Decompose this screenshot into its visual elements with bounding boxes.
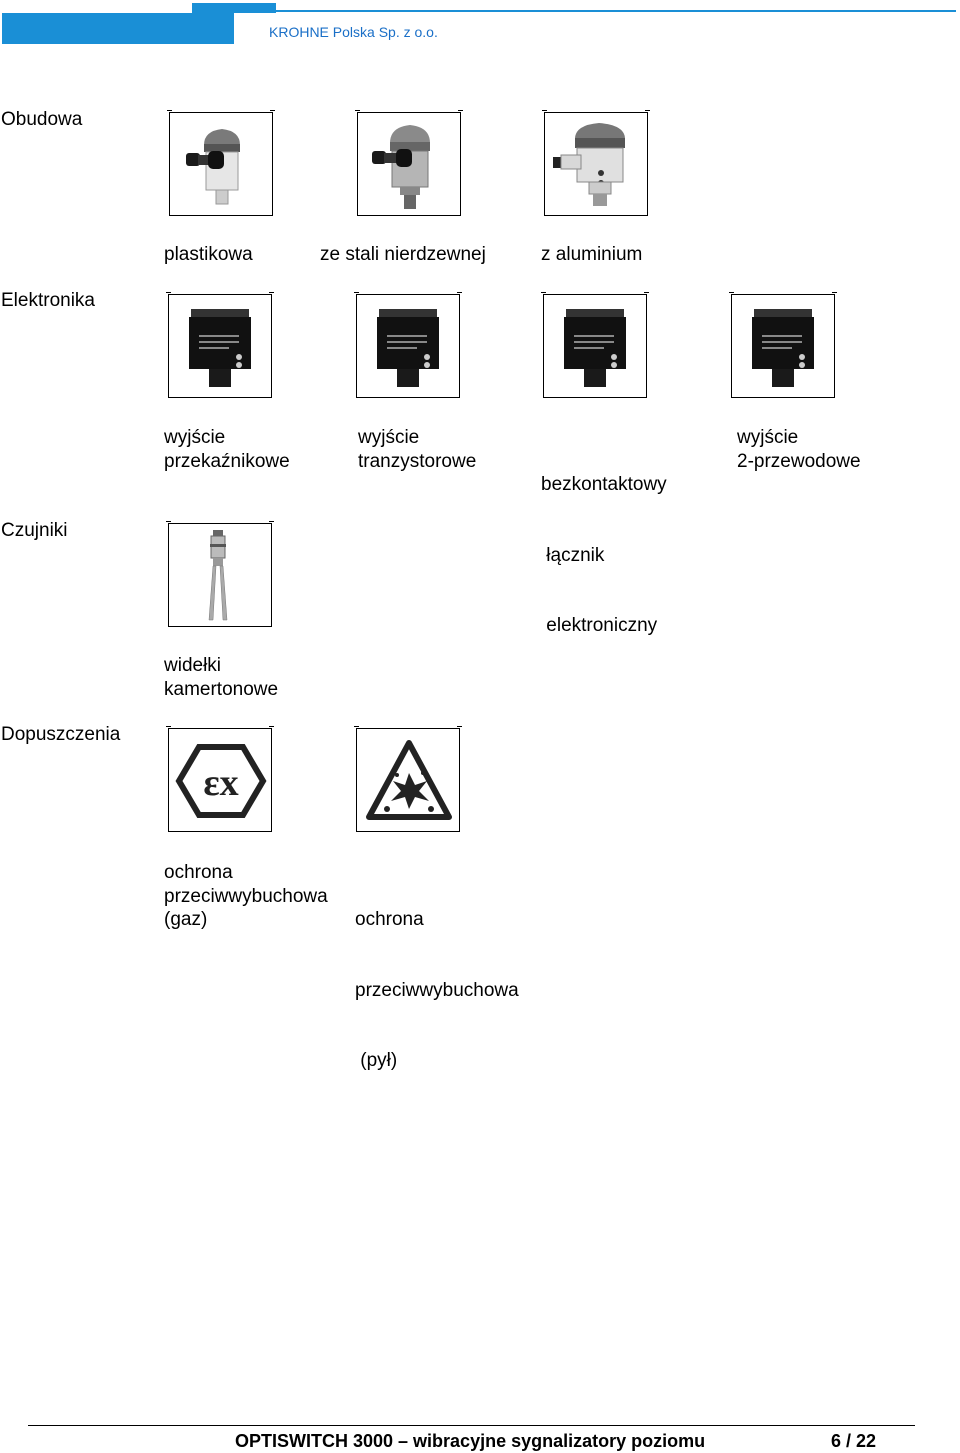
label-line: widełki (164, 655, 222, 676)
footer-line (28, 1425, 915, 1426)
label-line: przeciwwybuchowa (164, 885, 328, 907)
label-line: tranzystorowe (358, 450, 477, 472)
electronics-label-relay: wyjście przekaźnikowe (164, 426, 290, 473)
electronics-module-icon (541, 292, 649, 398)
sensor-label-tuning-fork: widełki kamertonowe (164, 654, 278, 701)
approval-label-dust: ochrona przeciwwybuchowa (pył) (355, 861, 519, 1096)
label-line: wyjście (164, 427, 226, 448)
section-title-housing: Obudowa (1, 109, 83, 130)
page-number: 6 / 22 (831, 1431, 877, 1451)
company-name: KROHNE Polska Sp. z o.o. (269, 24, 438, 40)
stainless-housing-icon (355, 110, 463, 216)
section-title-electronics: Elektronika (1, 290, 95, 311)
electronics-label-contactless: bezkontaktowy łącznik elektroniczny (541, 426, 667, 661)
electronics-label-transistor: wyjście tranzystorowe (358, 426, 476, 473)
housing-label-aluminium: z aluminium (541, 244, 643, 265)
housing-label-plastic: plastikowa (164, 244, 253, 265)
label-line: łącznik (541, 544, 605, 566)
section-title-approvals: Dopuszczenia (1, 724, 121, 745)
electronics-module-icon (166, 292, 274, 398)
label-line: wyjście (358, 427, 420, 448)
label-line: ochrona (164, 862, 233, 883)
header-accent-bar (192, 3, 276, 13)
aluminium-housing-icon (542, 110, 650, 216)
label-line: ochrona (355, 909, 424, 930)
housing-label-stainless: ze stali nierdzewnej (320, 244, 486, 265)
dust-explosion-icon (354, 726, 462, 832)
electronics-module-icon (354, 292, 462, 398)
label-line: przekaźnikowe (164, 450, 290, 472)
electronics-label-two-wire: wyjście 2-przewodowe (737, 426, 861, 473)
ex-gas-icon: εx (166, 726, 274, 832)
footer-title: OPTISWITCH 3000 – wibracyjne sygnalizato… (235, 1431, 706, 1451)
label-line: przeciwwybuchowa (355, 979, 519, 1001)
svg-text:εx: εx (203, 762, 238, 804)
label-line: wyjście (737, 427, 799, 448)
plastic-housing-icon (167, 110, 275, 216)
label-line: (pył) (355, 1050, 398, 1071)
header-bar (2, 13, 234, 44)
label-line: elektroniczny (541, 615, 658, 636)
tuning-fork-sensor-icon (166, 521, 274, 627)
section-title-sensors: Czujniki (1, 520, 68, 541)
label-line: (gaz) (164, 909, 208, 930)
approval-label-gas: ochrona przeciwwybuchowa (gaz) (164, 861, 328, 932)
label-line: 2-przewodowe (737, 450, 861, 472)
label-line: kamertonowe (164, 678, 279, 700)
label-line: bezkontaktowy (541, 474, 667, 495)
header-line (234, 10, 956, 12)
electronics-module-icon (729, 292, 837, 398)
